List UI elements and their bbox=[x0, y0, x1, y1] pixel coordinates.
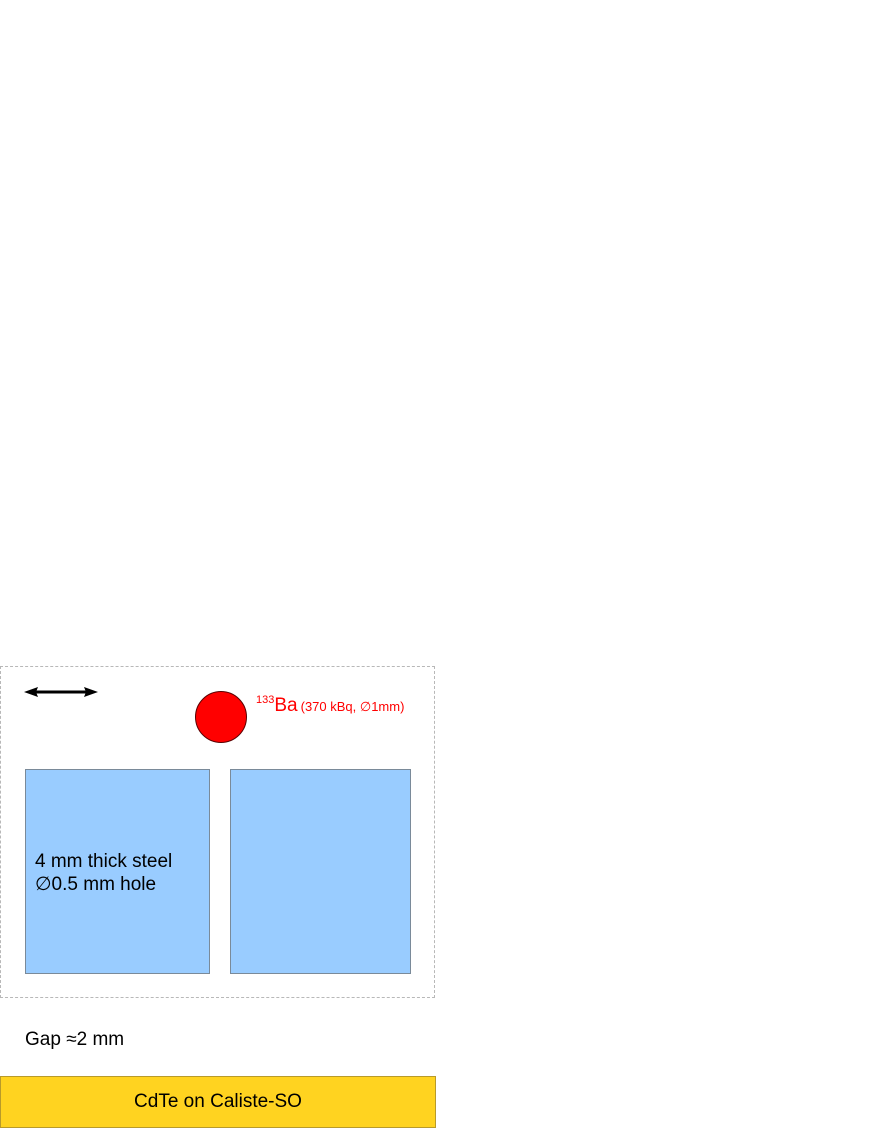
detector: CdTe on Caliste-SO bbox=[0, 1076, 436, 1128]
steel-block-right bbox=[230, 769, 411, 974]
source-details: (370 kBq, ∅1mm) bbox=[300, 699, 405, 714]
steel-block-left bbox=[25, 769, 210, 974]
detector-label: CdTe on Caliste-SO bbox=[134, 1091, 302, 1112]
source-mass-number: 133 bbox=[256, 694, 275, 706]
source-element: Ba bbox=[274, 695, 298, 716]
setup-frame bbox=[0, 666, 435, 998]
gap-label: Gap ≈2 mm bbox=[25, 1029, 125, 1050]
radioactive-source bbox=[195, 691, 247, 743]
steel-thickness-label: 4 mm thick steel bbox=[35, 851, 173, 872]
steel-hole-label: ∅0.5 mm hole bbox=[35, 874, 157, 895]
double-arrow-horizontal-icon bbox=[24, 687, 98, 697]
steel-label: 4 mm thick steel ∅0.5 mm hole bbox=[35, 850, 172, 896]
source-label: 133Ba(370 kBq, ∅1mm) bbox=[256, 694, 405, 716]
